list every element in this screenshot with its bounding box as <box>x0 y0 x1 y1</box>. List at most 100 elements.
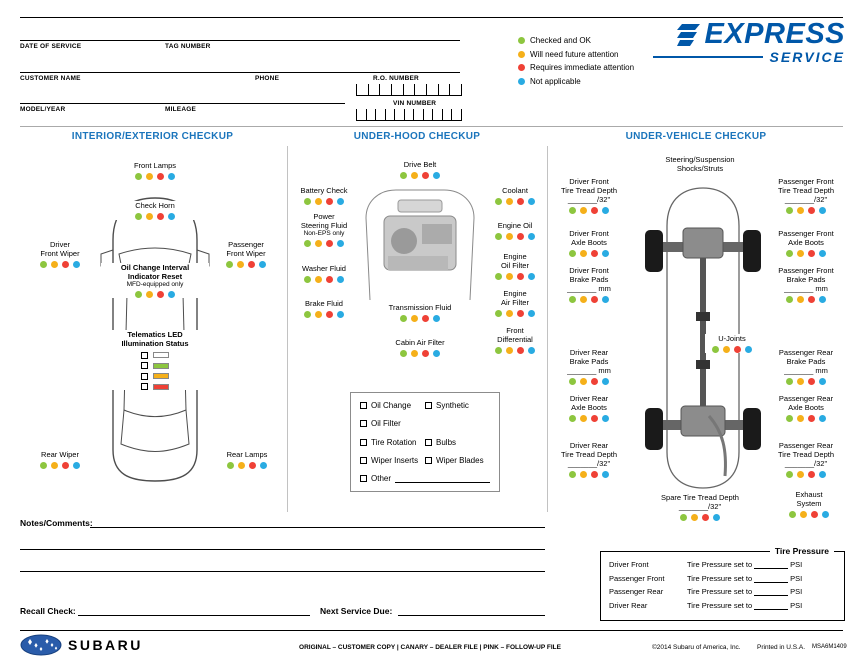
red-status-dot[interactable] <box>517 309 524 317</box>
green-status-dot[interactable] <box>569 470 576 478</box>
green-status-dot[interactable] <box>569 295 576 303</box>
tire-psi-write-in-line[interactable] <box>754 589 789 596</box>
blue-status-dot[interactable] <box>819 206 826 214</box>
bulbs-checkbox[interactable] <box>425 438 432 446</box>
yellow-status-dot[interactable] <box>411 314 418 322</box>
red-status-dot[interactable] <box>517 346 524 354</box>
blue-status-dot[interactable] <box>528 232 535 240</box>
blue-status-dot[interactable] <box>73 461 80 469</box>
red-status-dot[interactable] <box>326 310 333 318</box>
yellow-status-dot[interactable] <box>146 291 153 299</box>
tire-rotation-checkbox[interactable] <box>360 438 367 446</box>
blue-status-dot[interactable] <box>337 197 344 205</box>
red-status-dot[interactable] <box>422 349 429 357</box>
yellow-status-dot[interactable] <box>506 309 513 317</box>
red-status-dot[interactable] <box>702 513 709 521</box>
yellow-status-dot[interactable] <box>51 461 58 469</box>
yellow-status-dot[interactable] <box>797 249 804 257</box>
blue-status-dot[interactable] <box>602 377 609 385</box>
green-status-dot[interactable] <box>569 377 576 385</box>
green-status-dot[interactable] <box>786 249 793 257</box>
red-status-dot[interactable] <box>422 171 429 179</box>
green-status-dot[interactable] <box>786 470 793 478</box>
red-status-dot[interactable] <box>517 272 524 280</box>
yellow-status-dot[interactable] <box>315 310 322 318</box>
telematics-checkbox[interactable] <box>141 383 148 390</box>
red-status-dot[interactable] <box>734 345 741 353</box>
yellow-status-dot[interactable] <box>315 275 322 283</box>
red-status-dot[interactable] <box>591 470 598 478</box>
green-status-dot[interactable] <box>304 197 311 205</box>
green-status-dot[interactable] <box>226 260 233 268</box>
yellow-status-dot[interactable] <box>580 249 587 257</box>
red-status-dot[interactable] <box>811 510 818 518</box>
yellow-status-dot[interactable] <box>146 212 153 220</box>
green-status-dot[interactable] <box>400 349 407 357</box>
green-status-dot[interactable] <box>135 172 142 180</box>
yellow-status-dot[interactable] <box>506 197 513 205</box>
red-status-dot[interactable] <box>326 197 333 205</box>
notes-line-3[interactable] <box>20 571 545 572</box>
yellow-status-dot[interactable] <box>580 295 587 303</box>
tire-psi-write-in-line[interactable] <box>754 603 789 610</box>
green-status-dot[interactable] <box>786 295 793 303</box>
blue-status-dot[interactable] <box>819 249 826 257</box>
yellow-status-dot[interactable] <box>797 295 804 303</box>
blue-status-dot[interactable] <box>819 377 826 385</box>
yellow-status-dot[interactable] <box>411 349 418 357</box>
red-status-dot[interactable] <box>157 212 164 220</box>
green-status-dot[interactable] <box>40 260 47 268</box>
red-status-dot[interactable] <box>591 414 598 422</box>
blue-status-dot[interactable] <box>745 345 752 353</box>
next-service-due-line[interactable] <box>398 615 545 616</box>
green-status-dot[interactable] <box>304 310 311 318</box>
blue-status-dot[interactable] <box>528 309 535 317</box>
yellow-status-dot[interactable] <box>315 197 322 205</box>
wiper-inserts-checkbox[interactable] <box>360 456 367 464</box>
recall-check-line[interactable] <box>78 615 310 616</box>
red-status-dot[interactable] <box>249 461 256 469</box>
blue-status-dot[interactable] <box>602 249 609 257</box>
yellow-status-dot[interactable] <box>506 232 513 240</box>
red-status-dot[interactable] <box>808 414 815 422</box>
green-status-dot[interactable] <box>400 171 407 179</box>
tire-psi-write-in-line[interactable] <box>754 576 789 583</box>
wiper-blades-checkbox[interactable] <box>425 456 432 464</box>
green-status-dot[interactable] <box>135 212 142 220</box>
yellow-status-dot[interactable] <box>580 470 587 478</box>
notes-line-1[interactable] <box>90 527 545 528</box>
red-status-dot[interactable] <box>157 172 164 180</box>
green-status-dot[interactable] <box>569 249 576 257</box>
yellow-status-dot[interactable] <box>797 206 804 214</box>
telematics-checkbox[interactable] <box>141 372 148 380</box>
oil-filter-checkbox[interactable] <box>360 420 367 428</box>
vin-number-comb-field[interactable] <box>356 109 463 121</box>
form-row3-line[interactable] <box>20 103 345 104</box>
red-status-dot[interactable] <box>808 206 815 214</box>
yellow-status-dot[interactable] <box>797 414 804 422</box>
blue-status-dot[interactable] <box>73 260 80 268</box>
yellow-status-dot[interactable] <box>315 240 322 248</box>
yellow-status-dot[interactable] <box>506 272 513 280</box>
red-status-dot[interactable] <box>62 260 69 268</box>
blue-status-dot[interactable] <box>528 272 535 280</box>
yellow-status-dot[interactable] <box>506 346 513 354</box>
red-status-dot[interactable] <box>62 461 69 469</box>
red-status-dot[interactable] <box>591 249 598 257</box>
notes-line-2[interactable] <box>20 549 545 550</box>
red-status-dot[interactable] <box>422 314 429 322</box>
yellow-status-dot[interactable] <box>51 260 58 268</box>
blue-status-dot[interactable] <box>822 510 829 518</box>
green-status-dot[interactable] <box>569 414 576 422</box>
other-checkbox[interactable] <box>360 475 367 482</box>
green-status-dot[interactable] <box>135 291 142 299</box>
blue-status-dot[interactable] <box>168 291 175 299</box>
red-status-dot[interactable] <box>808 249 815 257</box>
green-status-dot[interactable] <box>712 345 719 353</box>
blue-status-dot[interactable] <box>337 240 344 248</box>
yellow-status-dot[interactable] <box>146 172 153 180</box>
tire-psi-write-in-line[interactable] <box>754 562 789 569</box>
red-status-dot[interactable] <box>517 197 524 205</box>
yellow-status-dot[interactable] <box>723 345 730 353</box>
yellow-status-dot[interactable] <box>237 260 244 268</box>
